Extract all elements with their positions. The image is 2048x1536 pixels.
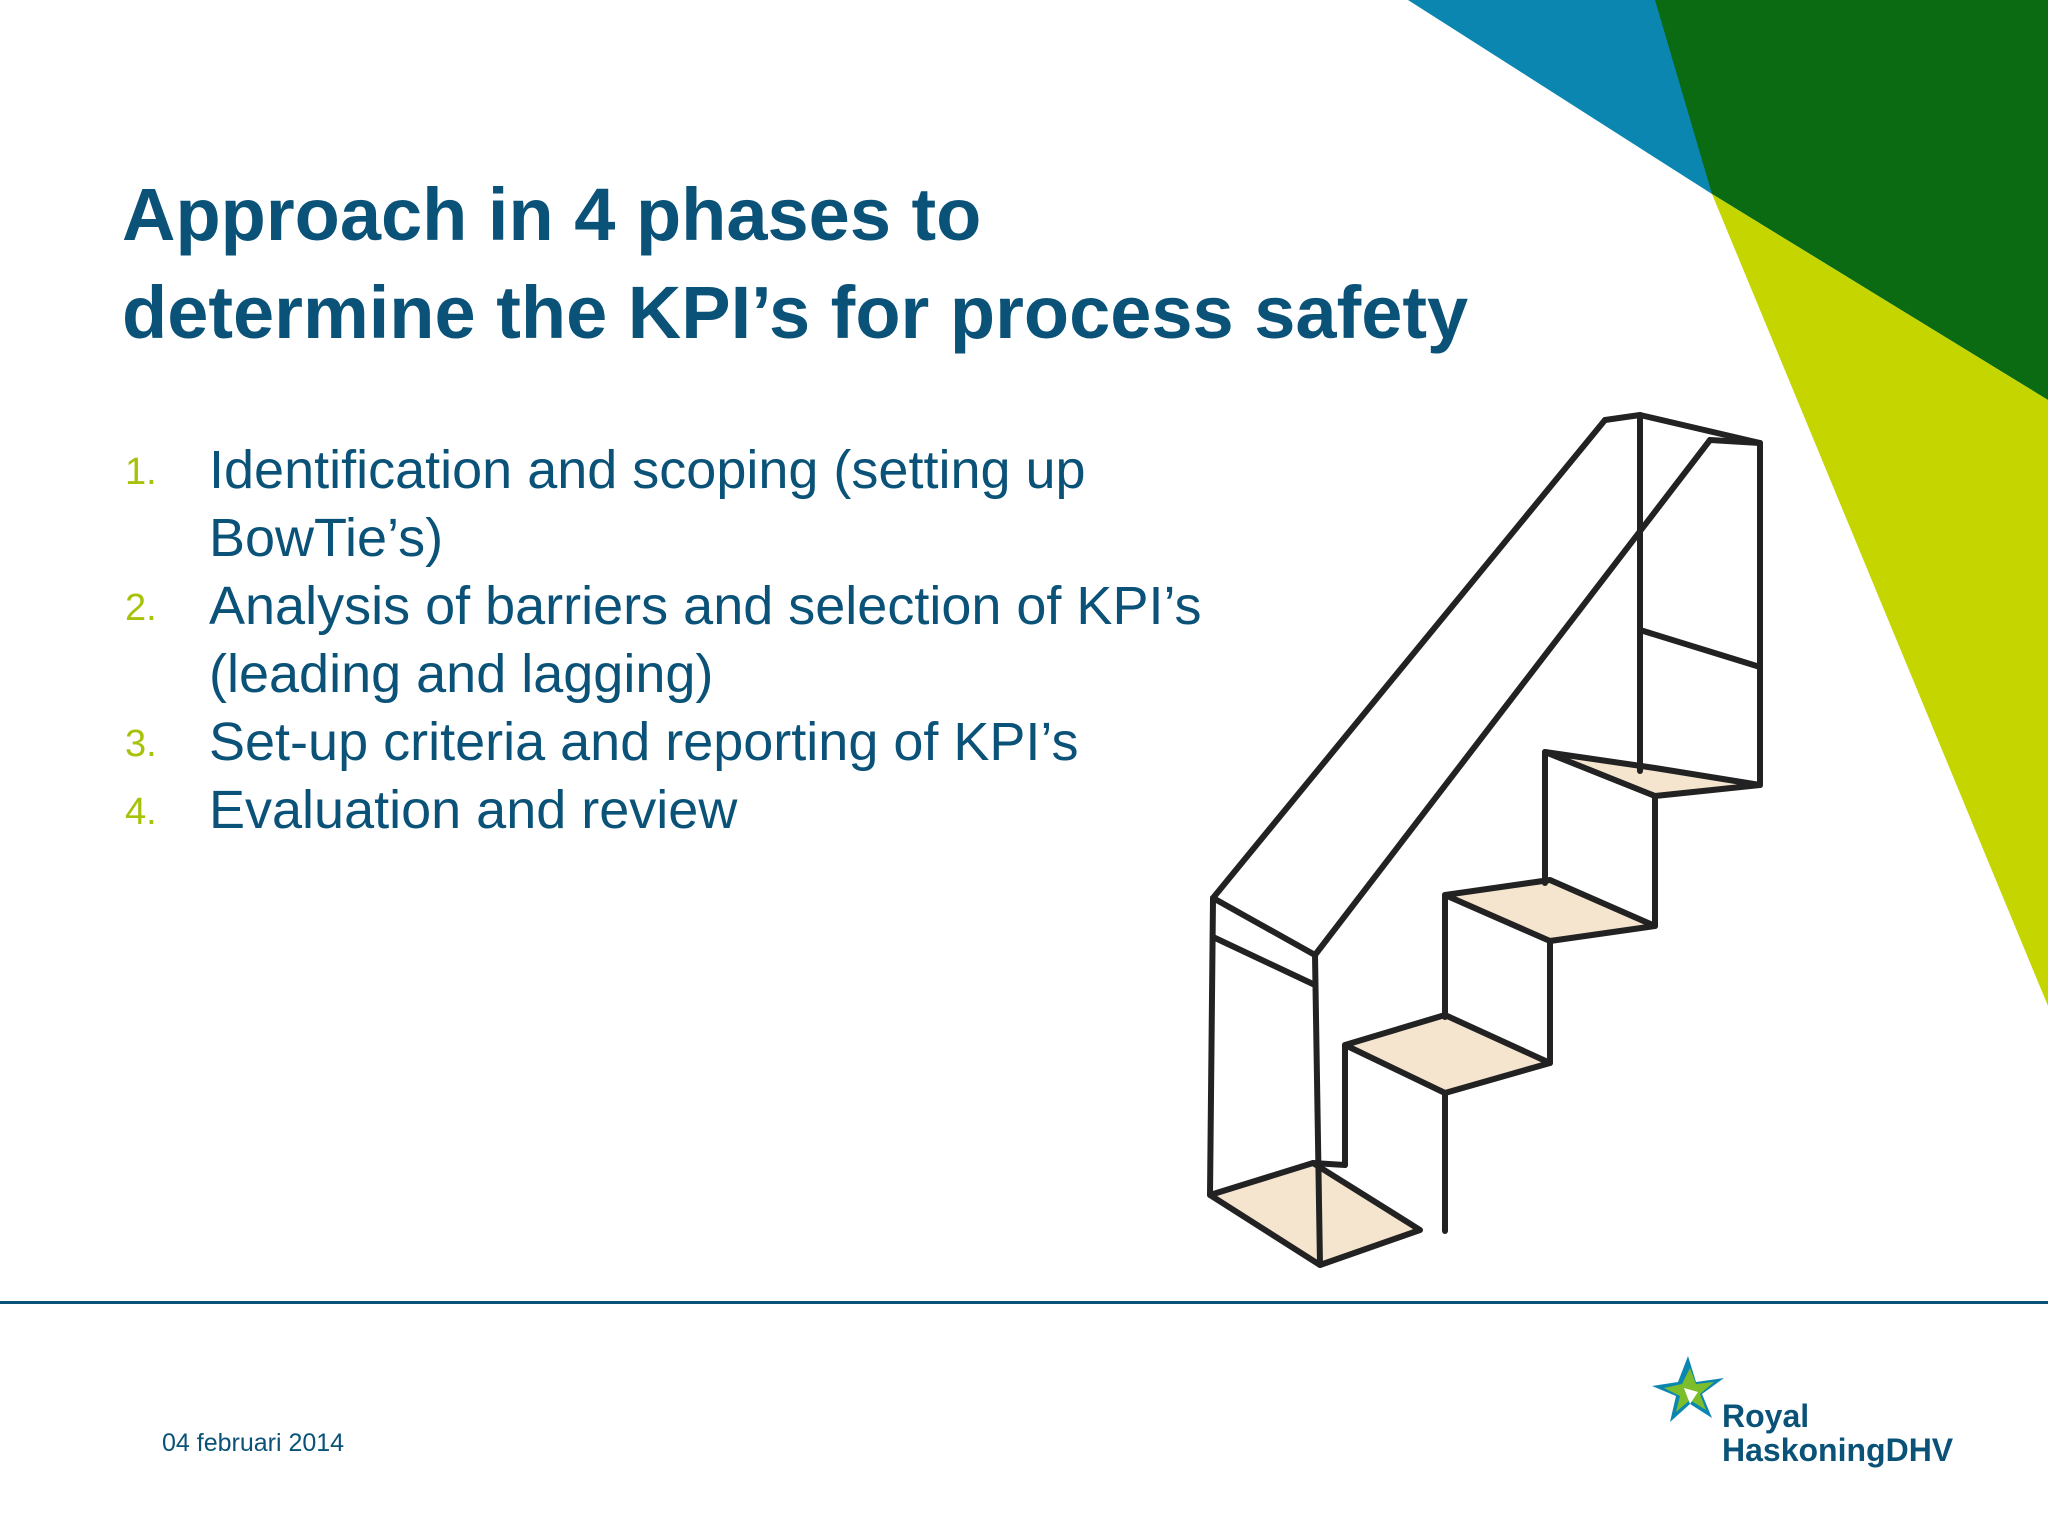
royal-haskoningdhv-logo-mark (1652, 1356, 1724, 1422)
phase-text: Evaluation and review (209, 780, 738, 840)
stair-step-2 (1342, 1012, 1553, 1096)
phase-number: 3. (125, 723, 157, 765)
phase-item: 3. Set-up criteria and reporting of KPI’… (122, 708, 1282, 776)
footer-divider (0, 1301, 2048, 1304)
phase-item: 4. Evaluation and review (122, 776, 1282, 844)
phase-item: 1. Identification and scoping (setting u… (122, 436, 1282, 572)
phase-text: Analysis of barriers and selection of KP… (209, 576, 1202, 636)
company-logo: Royal HaskoningDHV (1640, 1348, 1980, 1478)
stair-step-bottom (1207, 1160, 1423, 1268)
phase-text: BowTie’s) (209, 508, 444, 568)
phase-text: (leading and lagging) (209, 644, 714, 704)
stairs-illustration (1207, 412, 1763, 1268)
footer-date: 04 februari 2014 (162, 1429, 345, 1457)
phase-text: Identification and scoping (setting up (209, 440, 1086, 500)
title-line-2: determine the KPI’s for process safety (122, 271, 1469, 354)
logo-text-haskoningdhv: HaskoningDHV (1722, 1432, 1954, 1468)
stair-step-top (1542, 749, 1763, 799)
logo-wordmark: Royal HaskoningDHV (1722, 1399, 1953, 1467)
phases-list: 1. Identification and scoping (setting u… (122, 436, 1282, 844)
phase-item: 2. Analysis of barriers and selection of… (122, 572, 1282, 708)
phase-number: 1. (125, 451, 157, 493)
blue-triangle (1408, 0, 1712, 194)
stair-step-3 (1442, 877, 1658, 944)
logo-text-royal: Royal (1722, 1398, 1810, 1434)
phase-number: 2. (125, 587, 157, 629)
title-line-1: Approach in 4 phases to (122, 173, 982, 256)
slide-title: Approach in 4 phases to determine the KP… (122, 166, 1468, 362)
phase-text: Set-up criteria and reporting of KPI’s (209, 712, 1079, 772)
lime-triangle (1712, 194, 2048, 1006)
phase-number: 4. (125, 791, 157, 833)
dark-green-triangle (1655, 0, 2048, 400)
